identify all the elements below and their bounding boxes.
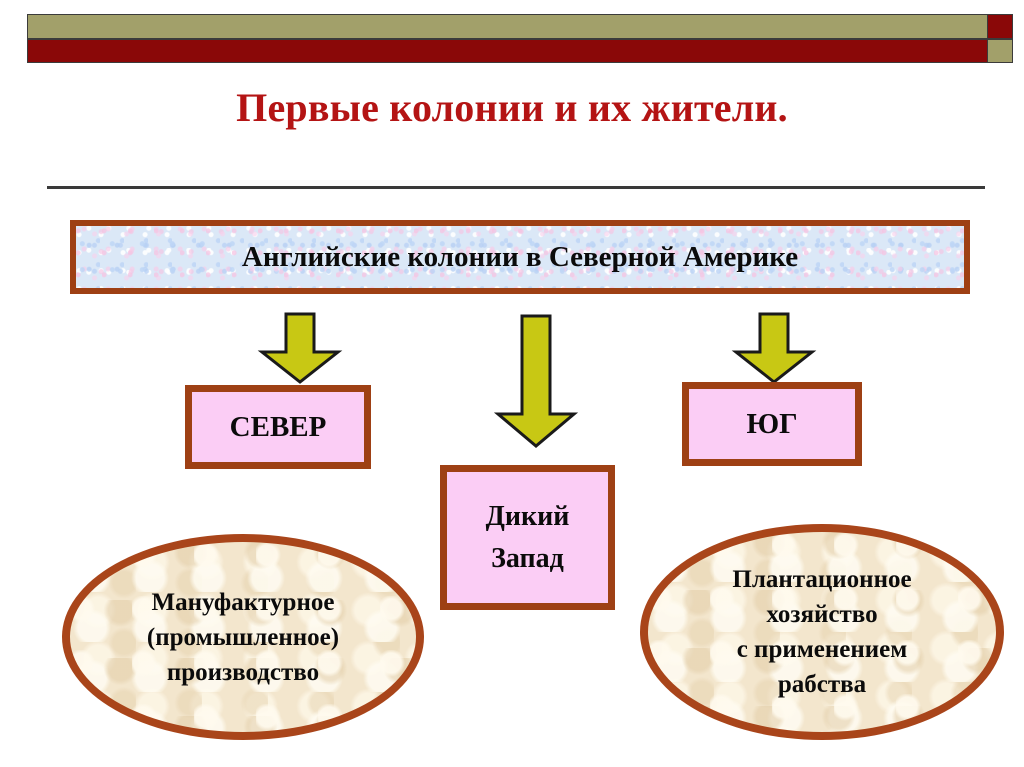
- detail-north-line-3: производство: [166, 658, 320, 686]
- region-label-north: СЕВЕР: [229, 410, 327, 443]
- region-box-north: СЕВЕР: [185, 385, 371, 469]
- region-label-south: ЮГ: [746, 407, 798, 440]
- detail-south-line-3: с применением: [736, 636, 908, 663]
- header-bar-khaki-main: [27, 14, 988, 39]
- diagram-root-box: Английские колонии в Северной Америке: [70, 220, 970, 294]
- detail-south-line-2: хозяйство: [766, 601, 878, 628]
- region-box-south: ЮГ: [682, 382, 862, 466]
- arrow-to-west-icon: [493, 314, 579, 448]
- header-bar-red-main: [27, 39, 988, 63]
- detail-south-line-4: рабства: [777, 671, 867, 698]
- arrow-to-south-icon: [731, 312, 817, 384]
- diagram-root-label: Английские колонии в Северной Америке: [241, 240, 799, 273]
- header-decoration-bars: [0, 0, 1024, 70]
- page-title: Первые колонии и их жители.: [236, 85, 788, 130]
- region-label-west-line-1: Дикий: [485, 500, 570, 532]
- header-bar-red-cap: [987, 14, 1013, 39]
- arrow-to-north-icon: [257, 312, 343, 384]
- detail-south-line-1: Плантационное: [732, 566, 912, 593]
- header-bar-khaki-cap: [987, 39, 1013, 63]
- detail-text-north: Мануфактурное (промышленное) производств…: [119, 585, 367, 690]
- detail-ellipse-south: Плантационное хозяйство с применением ра…: [640, 524, 1004, 740]
- region-box-west: Дикий Запад: [440, 465, 615, 610]
- detail-text-south: Плантационное хозяйство с применением ра…: [704, 562, 939, 702]
- detail-north-line-2: (промышленное): [146, 623, 340, 651]
- region-label-west: Дикий Запад: [486, 496, 570, 580]
- region-label-west-line-2: Запад: [491, 542, 564, 574]
- title-divider: [47, 186, 985, 189]
- detail-north-line-1: Мануфактурное: [151, 588, 335, 616]
- detail-ellipse-north: Мануфактурное (промышленное) производств…: [62, 534, 424, 740]
